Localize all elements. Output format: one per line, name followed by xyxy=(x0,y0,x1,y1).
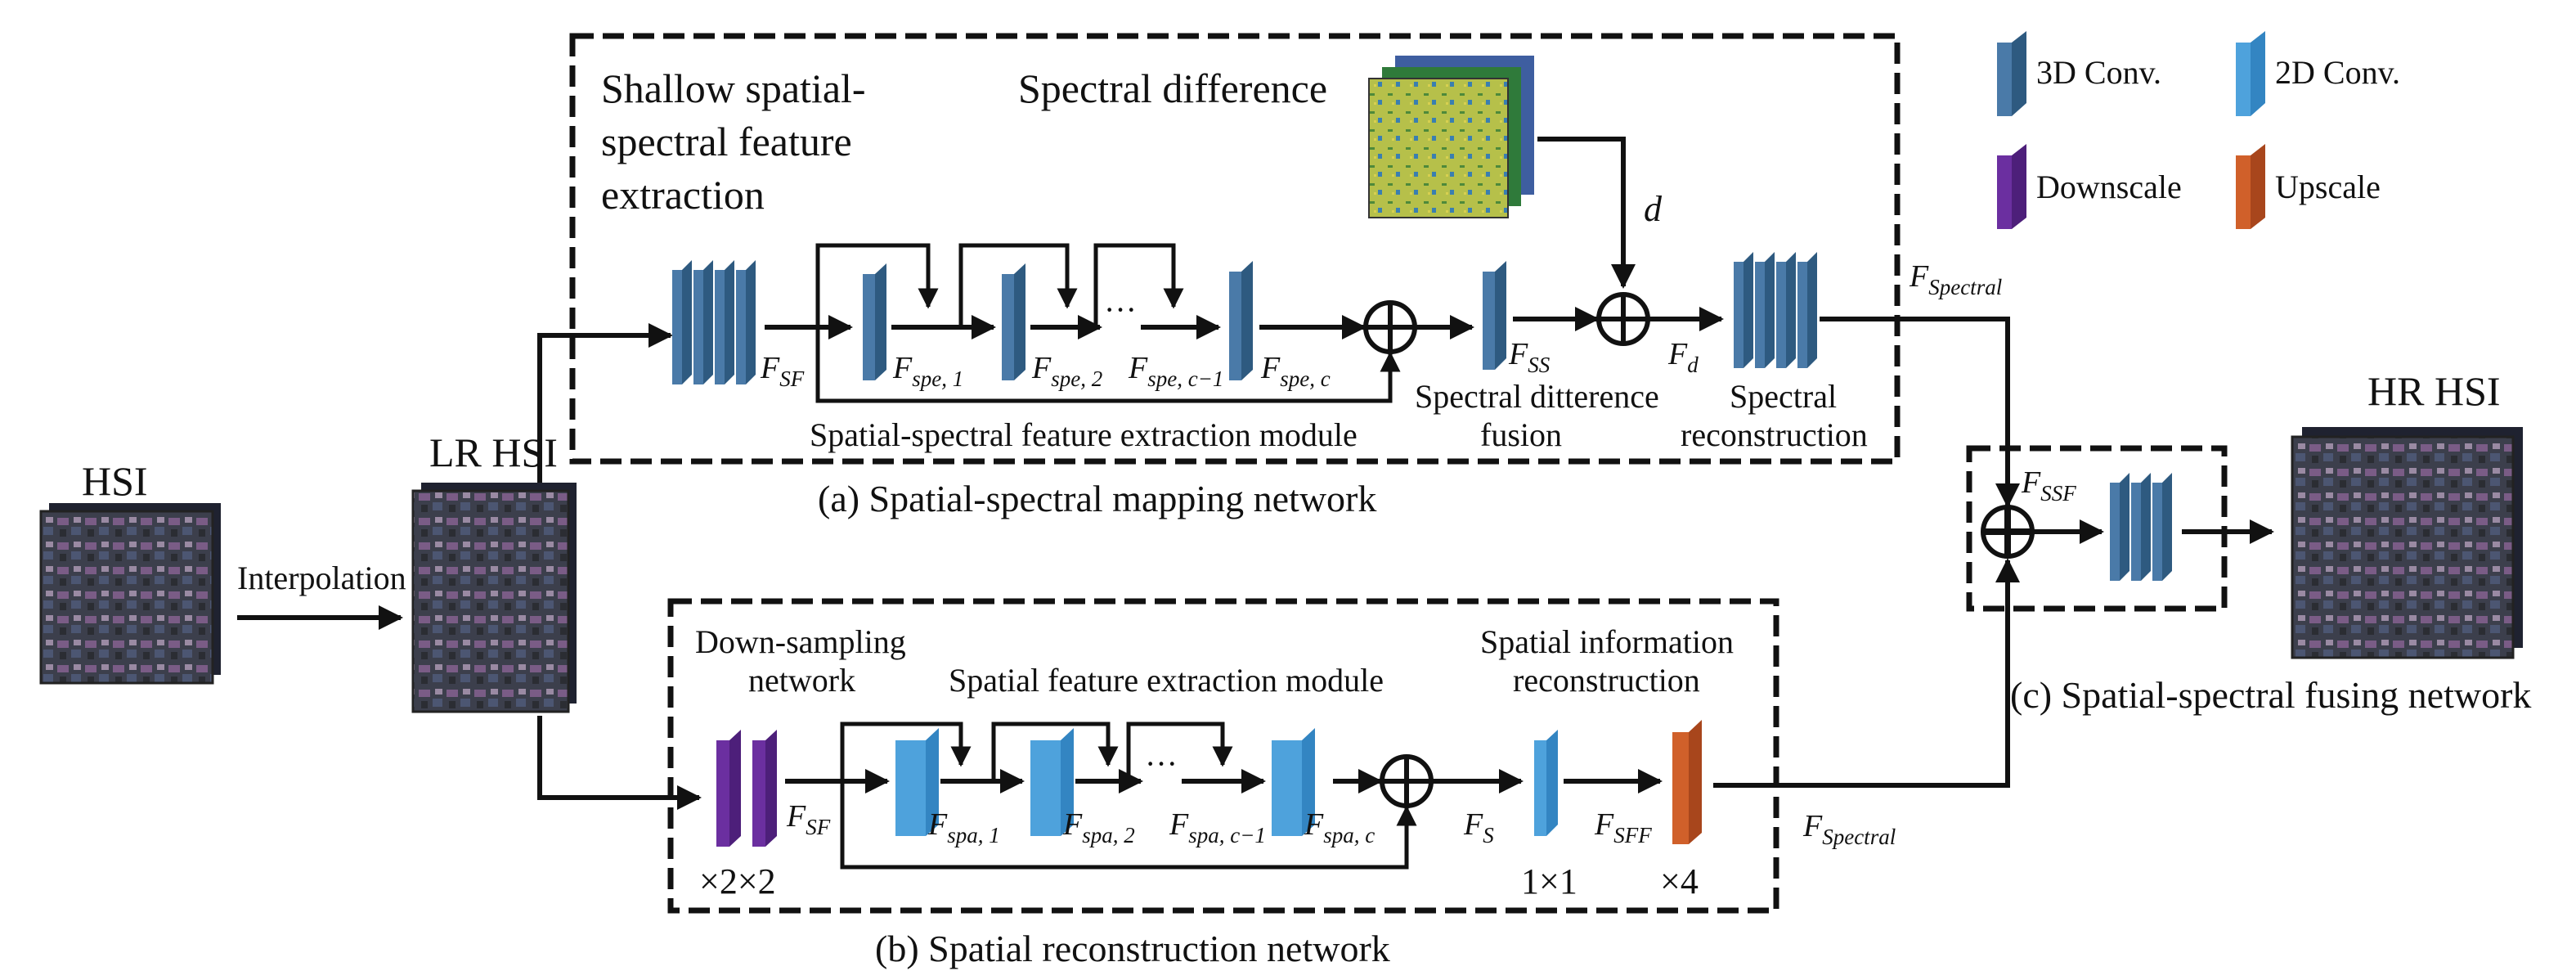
f-spe2-label: Fspe, 2 xyxy=(1031,351,1102,391)
f-sf-label-a: FSF xyxy=(760,351,805,391)
legend-3d-conv-label: 3D Conv. xyxy=(2036,54,2161,91)
f-ssf-label: FSSF xyxy=(2021,465,2076,506)
f-d-label: Fd xyxy=(1667,337,1699,377)
scale-1x1-label: 1×1 xyxy=(1521,861,1577,901)
ellipsis-a: ··· xyxy=(1104,291,1137,328)
scale-down-label: ×2×2 xyxy=(699,861,776,901)
spectral-difference-label: Spectral difference xyxy=(1018,65,1327,111)
hsi-label: HSI xyxy=(82,458,148,504)
f-ss-label: FSS xyxy=(1508,337,1551,377)
dense-skip-a-1 xyxy=(815,243,939,327)
fusion-label-2: fusion xyxy=(1480,416,1562,453)
legend-upscale-icon xyxy=(2236,144,2265,229)
f-spa2-label: Fspa, 2 xyxy=(1062,807,1135,847)
skip-line-b xyxy=(840,781,1417,870)
spectral-recon-block xyxy=(1734,252,1817,368)
spatial-info-label-2: reconstruction xyxy=(1513,662,1700,699)
ss-fusion-block xyxy=(1483,261,1506,370)
hsi-image xyxy=(39,503,221,685)
caption-a: (a) Spatial-spectral mapping network xyxy=(818,478,1376,519)
spectral-output-arrow xyxy=(1820,317,2020,508)
skip-line-a xyxy=(815,327,1401,403)
shallow-extraction-label-2: spectral feature xyxy=(601,119,852,164)
legend-2d-conv-icon xyxy=(2236,31,2265,116)
conv-1x1-block xyxy=(1534,730,1558,836)
upscale-block xyxy=(1672,720,1702,844)
f-sf-label-b: FSF xyxy=(786,799,831,839)
module-label-b: Spatial feature extraction module xyxy=(949,662,1384,699)
f-spac1-label: Fspa, c−1 xyxy=(1169,807,1266,847)
f-sff-label: FSFF xyxy=(1594,807,1652,847)
recon-label-2: reconstruction xyxy=(1681,416,1868,453)
recon-label-1: Spectral xyxy=(1730,378,1837,415)
spa-block-2 xyxy=(1030,728,1074,836)
panel-a-border xyxy=(569,33,1901,465)
spectral-difference-arrow xyxy=(1537,137,1636,289)
shallow-3d-conv-block xyxy=(672,260,756,384)
dense-skip-b-1 xyxy=(840,722,972,781)
downscale-block xyxy=(716,730,777,847)
dense-skip-a-2 xyxy=(958,243,1078,327)
legend-upscale-label: Upscale xyxy=(2275,169,2381,205)
f-spac-label: Fspa, c xyxy=(1304,807,1375,847)
f-spec1-label: Fspe, c−1 xyxy=(1128,351,1223,391)
spatial-output-arrow xyxy=(1713,558,2020,788)
sum-node-a1 xyxy=(1363,300,1417,354)
module-label-a: Spatial-spectral feature extraction modu… xyxy=(810,416,1358,453)
f-s-label: FS xyxy=(1463,807,1494,847)
lr-to-panel-a-arrow xyxy=(537,323,673,483)
down-sampling-label-2: network xyxy=(748,662,855,699)
spectral-difference-image xyxy=(1368,56,1534,218)
lr-hsi-image xyxy=(411,483,577,713)
f-spec-label: Fspe, c xyxy=(1260,351,1331,391)
scale-up-label: ×4 xyxy=(1660,861,1699,901)
dense-skip-b-3 xyxy=(1126,722,1233,781)
f-spectral-label-b: FSpectral xyxy=(1802,809,1896,849)
panel-c-border xyxy=(1966,445,2228,612)
shallow-extraction-label-1: Shallow spatial- xyxy=(601,65,866,111)
shallow-extraction-label-3: extraction xyxy=(601,172,765,218)
panel-b-border xyxy=(667,598,1779,914)
spatial-info-label-1: Spatial information xyxy=(1480,623,1734,660)
f-spe1-label: Fspe, 1 xyxy=(892,351,963,391)
interpolation-label: Interpolation xyxy=(237,560,406,596)
sum-node-a2 xyxy=(1596,292,1650,346)
sum-node-b xyxy=(1380,754,1434,808)
legend-2d-conv-label: 2D Conv. xyxy=(2275,54,2400,91)
dense-skip-a-3 xyxy=(1093,243,1184,327)
down-sampling-label-1: Down-sampling xyxy=(695,623,906,660)
fusion-3d-conv-block xyxy=(2110,473,2172,581)
legend-downscale-icon xyxy=(1997,144,2026,229)
legend-downscale-label: Downscale xyxy=(2036,169,2182,205)
lr-hsi-label: LR HSI xyxy=(429,429,558,475)
dense-skip-b-2 xyxy=(991,722,1119,781)
f-spectral-label-a: FSpectral xyxy=(1909,259,2002,299)
sum-node-c xyxy=(1981,505,2035,559)
d-symbol: d xyxy=(1644,189,1663,229)
caption-b: (b) Spatial reconstruction network xyxy=(875,928,1390,969)
hr-hsi-image xyxy=(2291,427,2523,659)
legend: 3D Conv. 2D Conv. Downscale Upscale xyxy=(1997,31,2400,229)
spe-block-c xyxy=(1229,261,1253,380)
f-spa1-label: Fspa, 1 xyxy=(927,807,1000,847)
spe-block-1 xyxy=(863,263,886,380)
spa-block-1 xyxy=(895,728,939,836)
spe-block-2 xyxy=(1002,263,1025,380)
hr-hsi-label: HR HSI xyxy=(2367,368,2501,414)
ellipsis-b: ··· xyxy=(1145,745,1178,782)
fusion-label-1: Spectral ditterence xyxy=(1415,378,1659,415)
legend-3d-conv-icon xyxy=(1997,31,2026,116)
caption-c: (c) Spatial-spectral fusing network xyxy=(2010,674,2531,716)
spa-block-c xyxy=(1272,728,1315,836)
lr-to-panel-b-arrow xyxy=(537,716,702,810)
